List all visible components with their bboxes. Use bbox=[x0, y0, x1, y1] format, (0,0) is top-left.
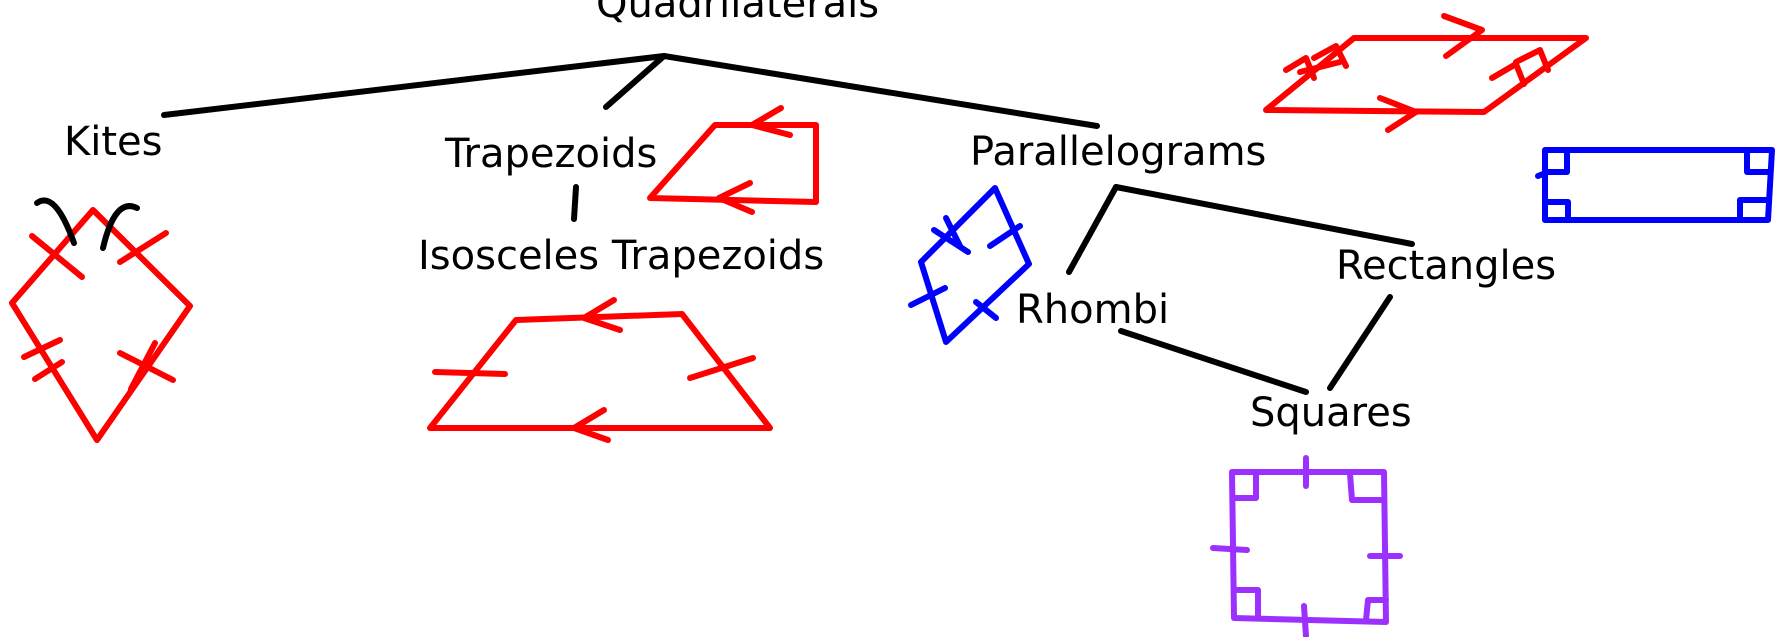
parallelogram-outline bbox=[1263, 35, 1589, 115]
parallel-arrow bbox=[1513, 47, 1551, 73]
rhombus-tick bbox=[908, 285, 948, 308]
kite-tick bbox=[117, 230, 169, 265]
equal-leg-tick bbox=[432, 369, 508, 377]
kite-angle-marks bbox=[34, 197, 140, 251]
kite-angle-mark bbox=[34, 197, 77, 246]
right-angle-mark bbox=[1744, 149, 1773, 175]
parallel-arrow bbox=[1377, 95, 1419, 133]
kite-tick bbox=[21, 337, 63, 360]
parallelogram-stroke bbox=[1297, 59, 1343, 75]
rhombus-tick bbox=[987, 223, 1023, 249]
parallel-arrow bbox=[571, 407, 611, 443]
connector-rhombi-squares bbox=[1118, 328, 1309, 395]
rhombus-tick bbox=[931, 227, 971, 255]
rhombus-shape bbox=[908, 185, 1032, 345]
square-tick bbox=[1210, 545, 1250, 553]
parallel-arrow bbox=[1489, 61, 1527, 87]
connector-quadrilaterals-trapezoids bbox=[603, 53, 667, 110]
node-kites: Kites bbox=[64, 119, 163, 165]
right-angle-mark bbox=[1363, 597, 1389, 623]
rectangle-shape bbox=[1535, 147, 1775, 223]
rhombus-outline bbox=[918, 185, 1032, 345]
rectangle-outline bbox=[1542, 147, 1775, 223]
kite-shape bbox=[9, 207, 193, 443]
right-angle-mark bbox=[1231, 587, 1261, 619]
kite-tick bbox=[29, 233, 85, 280]
isosceles-trapezoid-shape bbox=[427, 297, 773, 443]
node-quadrilaterals: Quadrilaterals bbox=[596, 0, 880, 27]
node-parallelograms: Parallelograms bbox=[970, 129, 1267, 175]
right-angle-mark bbox=[1737, 197, 1772, 223]
kite-tick bbox=[117, 350, 176, 383]
right-angle-mark bbox=[1347, 471, 1387, 503]
kite-angle-mark bbox=[100, 203, 140, 251]
trapezoid-outline bbox=[647, 122, 819, 205]
right-angle-mark bbox=[1542, 199, 1571, 223]
connector-parallelograms-rhombi bbox=[1066, 184, 1119, 275]
parallel-arrow bbox=[1441, 13, 1485, 59]
parallel-arrow bbox=[749, 105, 793, 138]
kite-outline bbox=[9, 207, 193, 443]
square-outline bbox=[1229, 469, 1389, 625]
rhombus-tick bbox=[973, 299, 999, 321]
node-rectangles: Rectangles bbox=[1336, 243, 1557, 289]
connector-quadrilaterals-kites bbox=[161, 53, 667, 118]
connector-trapezoids-isosceles bbox=[571, 184, 579, 222]
kite-tick bbox=[128, 340, 158, 392]
connector-parallelograms-rectangles bbox=[1113, 184, 1415, 247]
right-angle-mark bbox=[1542, 149, 1570, 175]
node-isosceles-trapezoids: Isosceles Trapezoids bbox=[418, 233, 825, 279]
square-tick bbox=[1301, 603, 1309, 637]
connector-quadrilaterals-parallelograms bbox=[661, 53, 1100, 129]
hierarchy-connectors bbox=[161, 53, 1415, 395]
parallel-arrow bbox=[581, 297, 623, 333]
parallelogram-shape bbox=[1263, 13, 1589, 133]
connector-rectangles-squares bbox=[1327, 294, 1393, 391]
trapezoid-shape bbox=[647, 105, 819, 215]
equal-leg-tick bbox=[687, 355, 756, 381]
rectangle-stroke bbox=[1535, 169, 1551, 179]
node-rhombi: Rhombi bbox=[1016, 287, 1170, 333]
parallel-arrow bbox=[1311, 43, 1349, 69]
node-squares: Squares bbox=[1250, 390, 1412, 436]
isosceles-trapezoid-outline bbox=[427, 311, 773, 431]
parallel-arrow bbox=[716, 180, 755, 215]
square-shape bbox=[1210, 455, 1403, 637]
node-trapezoids: Trapezoids bbox=[445, 131, 658, 177]
rhombus-tick bbox=[943, 215, 963, 249]
kite-tick bbox=[32, 359, 65, 382]
right-angle-mark bbox=[1231, 471, 1259, 501]
